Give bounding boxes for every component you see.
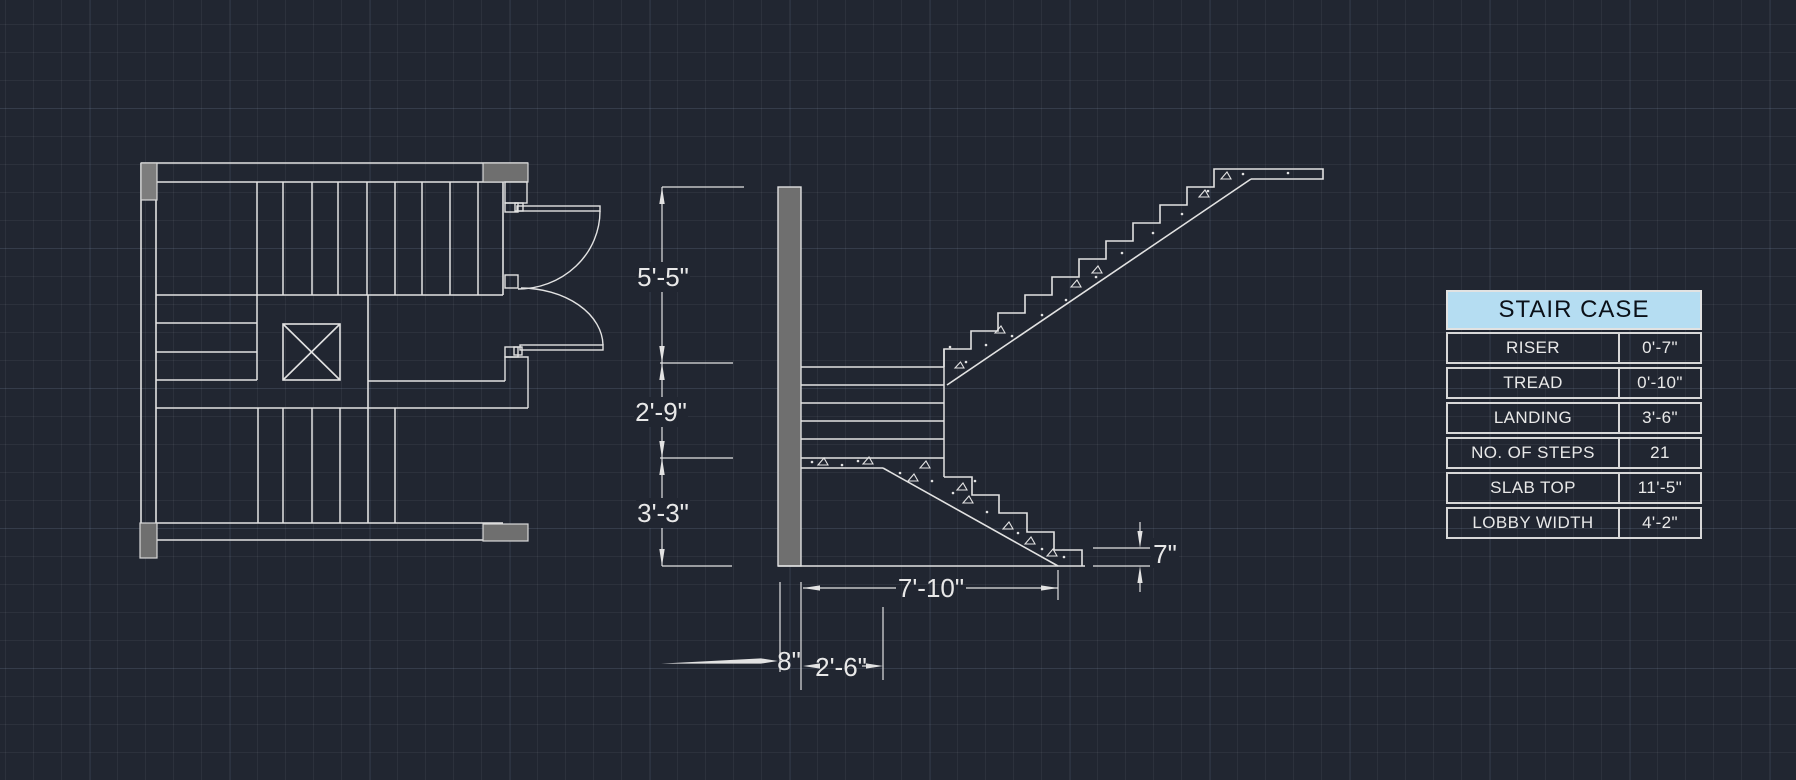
lift-shaft [282,323,341,381]
concrete-triangles [816,171,1232,557]
dim-bottom-group: 7'-10" 8" 2'-6" [661,522,1179,690]
table-row-riser: RISER 0'-7" [1446,332,1702,364]
dimensions: 5'-5" 2'-9" 3'-3" 7'-10" [634,186,1179,690]
dim-lower-height-label: 3'-3" [637,498,689,528]
lower-flight-treads [257,408,396,523]
table-row-slab-top: SLAB TOP 11'-5" [1446,472,1702,504]
table-value: 21 [1620,437,1702,469]
plan-right-wall [504,181,529,408]
table-value: 3'-6" [1620,402,1702,434]
lower-flight-profile [944,476,1083,566]
upper-flight-profile [943,168,1324,367]
stair-table-title: STAIR CASE [1446,290,1702,330]
table-row-lobby-width: LOBBY WIDTH 4'-2" [1446,507,1702,539]
table-value: 11'-5" [1620,472,1702,504]
mid-landing-steps [156,295,258,381]
lower-flight-soffit [882,467,1059,567]
dim-offset-label: 2'-6" [815,652,867,682]
door-top-swing-arc [517,210,601,290]
door-top [514,202,601,290]
upper-flight-soffit [946,178,1252,386]
door-bottom-swing-arc [520,287,604,346]
column-top-left [140,162,158,201]
column-bottom-right [482,523,529,542]
table-label: LANDING [1446,402,1620,434]
plan-walls [140,162,528,558]
lobby-lines [156,295,528,523]
table-value: 4'-2" [1620,507,1702,539]
concrete-dots [810,171,1290,559]
stair-table: STAIR CASE RISER 0'-7" TREAD 0'-10" LAND… [1446,290,1702,542]
dim-vertical-chain: 5'-5" 2'-9" 3'-3" [634,186,744,567]
table-label: SLAB TOP [1446,472,1620,504]
dim-mid-height-label: 2'-9" [635,397,687,427]
door-bottom-leaf [519,344,604,351]
dim-wall-thickness-label: 8" [777,646,801,676]
table-row-landing: LANDING 3'-6" [1446,402,1702,434]
table-row-steps: NO. OF STEPS 21 [1446,437,1702,469]
column-bottom-left [139,522,158,559]
table-value: 0'-7" [1620,332,1702,364]
table-label: NO. OF STEPS [1446,437,1620,469]
column-top-right [482,162,529,183]
stair-section-view [777,168,1324,567]
dim-flight-run-label: 7'-10" [898,573,964,603]
section-wall [777,186,802,567]
table-value: 0'-10" [1620,367,1702,399]
stair-plan-view [139,162,604,559]
table-label: TREAD [1446,367,1620,399]
door-top-leaf [516,205,601,212]
upper-flight-treads [256,182,479,295]
door-top-hinge [514,202,524,212]
dim-last-riser-label: 7" [1153,539,1177,569]
table-row-tread: TREAD 0'-10" [1446,367,1702,399]
dim-upper-height-label: 5'-5" [637,262,689,292]
table-label: LOBBY WIDTH [1446,507,1620,539]
door-bottom [513,287,604,356]
door-bottom-hinge [513,346,523,356]
table-label: RISER [1446,332,1620,364]
section-landing [801,349,945,477]
